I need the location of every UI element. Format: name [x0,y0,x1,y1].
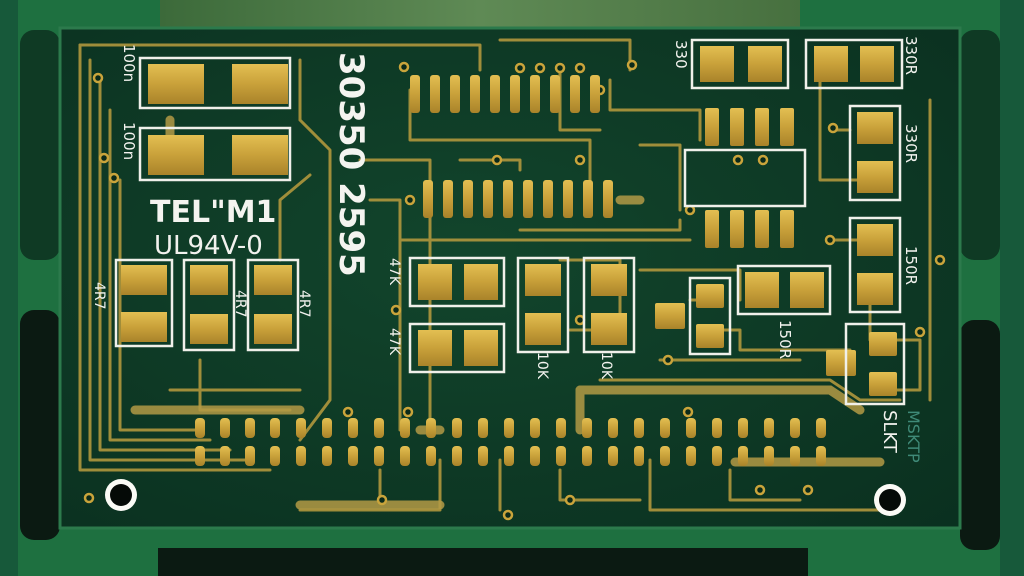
connector-label: SLKT [879,410,900,454]
res-label-10k-left: 10K [534,352,550,380]
res-label-4r7-left: 4R7 [91,282,107,310]
resistor-footprints-4r7 [114,258,300,352]
cap-label-top: 100n [120,44,138,82]
ic-footprint-middle [423,180,613,218]
res-label-330-top-right: 330R [902,36,920,75]
mounting-holes [105,479,906,516]
cap-label-second: 100n [120,122,138,160]
small-pads-middle [655,284,897,396]
res-label-330-top-left: 330 [672,40,690,69]
mask-code: MSKTP [904,410,923,463]
vias [83,59,946,521]
rating-label: UL94V-0 [154,231,263,261]
silkscreen-text: 30350 2595 TEL"M1 UL94V-0 100n 100n 330 … [91,36,923,463]
copper-traces [78,38,932,512]
ic-footprint-top [410,75,600,113]
res-label-4r7-right: 4R7 [296,290,312,318]
res-label-10k-right: 10K [598,352,614,380]
resistor-footprints-47k-10k [408,256,636,374]
res-label-4r7-mid: 4R7 [232,290,248,318]
transistor-outlines [688,276,906,406]
res-label-47k-top: 47K [386,258,402,286]
capacitor-footprints [138,56,292,182]
ic-footprint-right [683,108,807,248]
res-label-150-mid: 150R [776,320,794,359]
res-label-47k-bottom: 47K [386,328,402,356]
res-label-150-right: 150R [902,246,920,285]
res-label-330-right: 330R [902,124,920,163]
connector-pins [195,418,826,466]
maker-mark: TEL"M1 [150,195,276,230]
board-number: 30350 2595 [331,52,371,277]
resistor-footprints-right [690,38,904,316]
